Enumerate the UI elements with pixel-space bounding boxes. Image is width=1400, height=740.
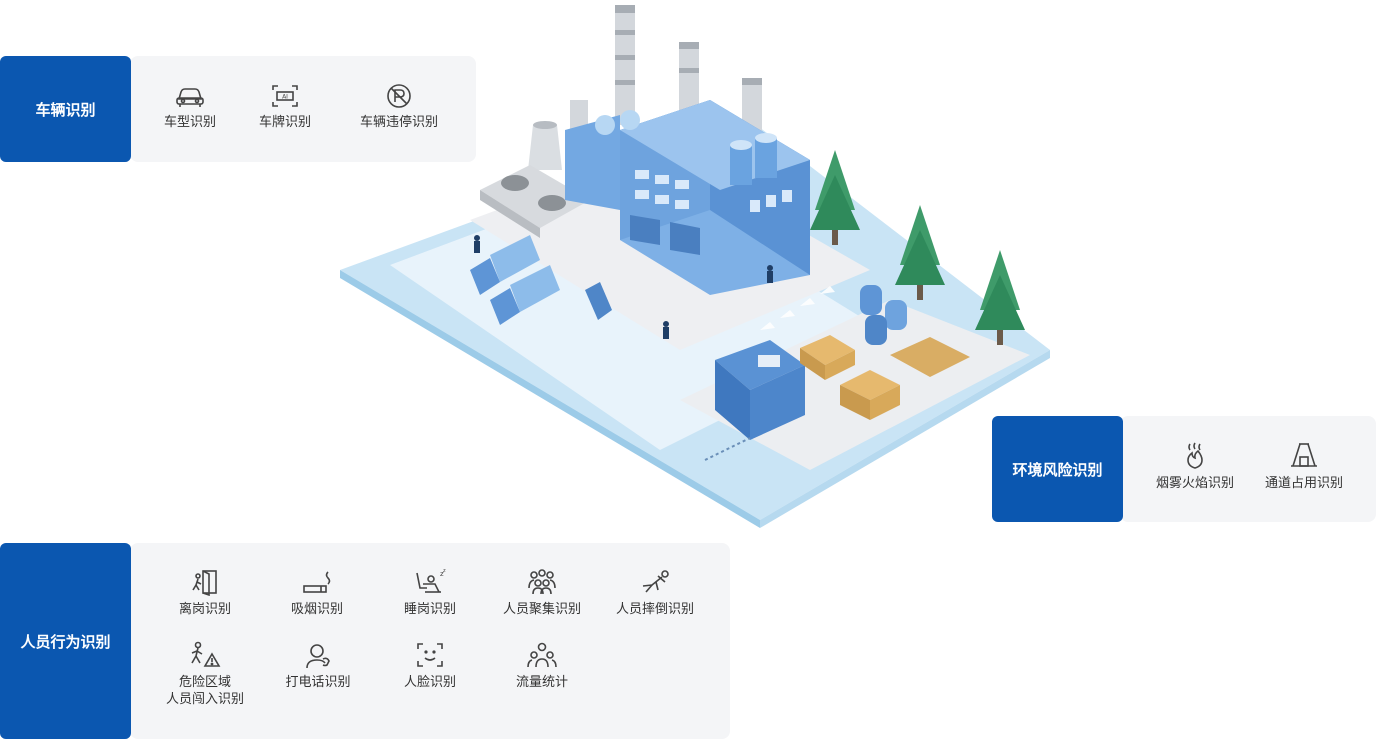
vehicle-item-license-plate[interactable]: AI 车牌识别	[252, 83, 318, 131]
environment-title: 环境风险识别	[1012, 460, 1103, 479]
vehicle-item-car-type[interactable]: 车型识别	[157, 83, 223, 131]
svg-text:z: z	[443, 568, 446, 574]
person-title-badge: 人员行为识别	[0, 543, 131, 739]
smoking-icon	[303, 571, 331, 593]
fall-icon	[642, 570, 669, 593]
person-item-face-recognition[interactable]: 人脸识别	[380, 641, 480, 691]
person-item-flow-count[interactable]: 流量统计	[492, 641, 592, 691]
flow-count-icon	[527, 642, 557, 668]
license-plate-icon: AI	[272, 85, 298, 107]
vehicle-item-illegal-parking[interactable]: 车辆违停识别	[347, 83, 451, 131]
phone-call-icon	[306, 644, 330, 669]
trees	[810, 150, 1025, 345]
workers	[474, 235, 773, 339]
person-title: 人员行为识别	[20, 632, 111, 651]
factory-illustration	[340, 5, 1050, 528]
car-icon	[176, 88, 204, 107]
person-item-smoking[interactable]: 吸烟识别	[272, 568, 362, 618]
person-item-fall[interactable]: 人员摔倒识别	[605, 568, 705, 618]
vehicle-panel	[130, 56, 476, 162]
environment-item-passage-occupied[interactable]: 通道占用识别	[1254, 440, 1354, 492]
no-parking-icon	[387, 84, 411, 108]
person-item-crowd[interactable]: 人员聚集识别	[492, 568, 592, 618]
chimneys	[528, 5, 762, 170]
face-recognition-icon	[417, 643, 443, 667]
vehicle-title-badge: 车辆识别	[0, 56, 131, 162]
delivery-trucks	[470, 235, 612, 325]
cargo	[800, 285, 970, 420]
cooling-units	[480, 165, 590, 238]
leave-post-icon	[192, 570, 217, 596]
person-item-phone-call[interactable]: 打电话识别	[268, 641, 368, 691]
person-item-sleep-post[interactable]: z z 睡岗识别	[403, 568, 456, 617]
svg-text:z: z	[440, 570, 444, 578]
guard-house	[715, 340, 805, 440]
environment-title-badge: 环境风险识别	[992, 416, 1123, 522]
passage-occupied-icon	[1291, 443, 1317, 467]
factory-building	[565, 100, 810, 295]
vehicle-title: 车辆识别	[35, 100, 96, 119]
danger-zone-icon	[191, 641, 221, 667]
person-item-danger-zone[interactable]: 危险区域 人员闯入识别	[155, 641, 255, 708]
svg-text:AI: AI	[282, 94, 288, 101]
environment-panel	[1120, 416, 1376, 522]
sleep-post-icon: z z	[416, 568, 446, 593]
environment-item-smoke-fire[interactable]: 烟雾火焰识别	[1145, 440, 1245, 492]
smoke-fire-icon	[1187, 442, 1203, 469]
person-item-leave-post[interactable]: 离岗识别	[160, 568, 250, 618]
crowd-icon	[528, 569, 556, 595]
